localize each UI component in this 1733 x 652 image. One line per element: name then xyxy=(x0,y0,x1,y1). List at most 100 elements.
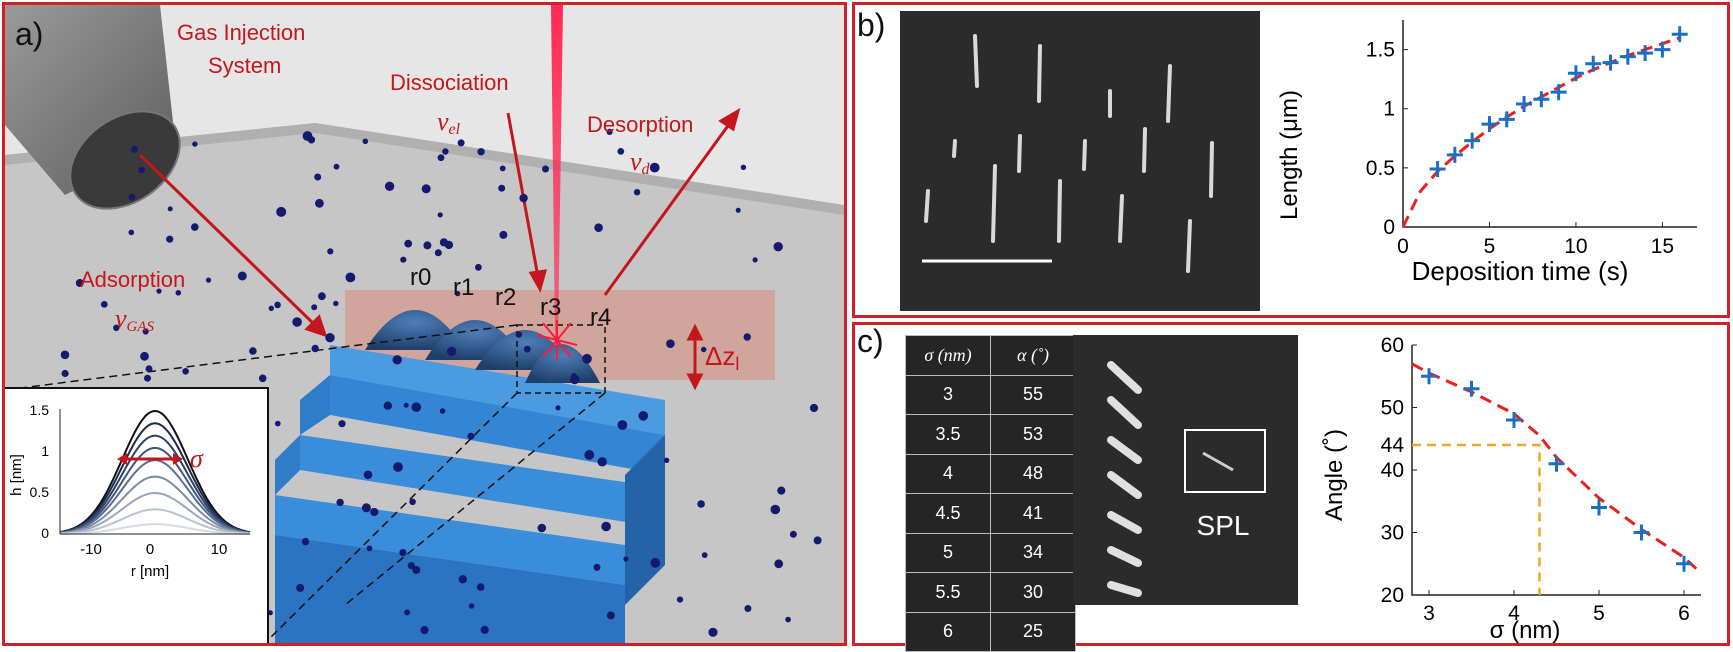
gas-molecule xyxy=(100,301,108,308)
inset-curves xyxy=(59,409,251,535)
gas-molecule xyxy=(601,521,611,532)
c-ytick: 40 xyxy=(1381,459,1404,482)
gas-molecule xyxy=(249,347,257,355)
gas-molecule xyxy=(268,305,274,311)
gas-molecule xyxy=(404,609,411,616)
gas-molecule xyxy=(61,369,69,378)
gas-molecule xyxy=(400,256,407,263)
gas-molecule xyxy=(128,229,135,236)
b-ytick: 0 xyxy=(1383,216,1395,239)
gas-molecule xyxy=(361,503,371,513)
gas-molecule xyxy=(785,616,791,623)
gas-molecule xyxy=(345,272,356,283)
b-ytick: 1.5 xyxy=(1366,39,1395,62)
table-cell: 55 xyxy=(990,374,1076,415)
panel-a: a) Gas Injection System Dissociation νel… xyxy=(2,2,847,646)
sem-tilted: SPL xyxy=(1107,361,1266,597)
gas-molecule xyxy=(606,128,613,135)
gaussian-curve xyxy=(59,446,251,534)
r0-label: r0 xyxy=(410,264,431,291)
gas-molecule xyxy=(809,403,819,413)
gas-molecule xyxy=(467,432,475,440)
gas-molecule xyxy=(770,504,781,515)
b-ytick: 0.5 xyxy=(1366,157,1395,180)
r3-label: r3 xyxy=(540,294,561,321)
gas-molecule xyxy=(676,596,684,603)
sem-nanowires xyxy=(922,34,1214,273)
gas-molecule xyxy=(296,583,305,592)
inset-xtick-0: -10 xyxy=(80,541,102,558)
gas-molecule xyxy=(338,420,346,428)
inset-svg: 0 0.5 1 1.5 -10 0 10 r [nm] h [nm] σ xyxy=(8,402,251,580)
b-ytick: 1 xyxy=(1383,98,1395,121)
gas-molecule xyxy=(411,402,422,413)
gas-molecule xyxy=(439,408,446,414)
inset-ytick-0: 0 xyxy=(41,525,49,541)
gas-molecule xyxy=(366,545,373,552)
nu-gas-label: νGAS xyxy=(115,304,155,335)
table-cell: 25 xyxy=(990,611,1076,652)
zoom-box xyxy=(516,324,606,394)
gas-molecule xyxy=(267,610,273,616)
r2-label: r2 xyxy=(495,284,516,311)
b-axes xyxy=(1402,20,1697,228)
gas-molecule xyxy=(633,189,641,196)
gas-molecule xyxy=(327,248,334,255)
gas-molecule xyxy=(735,207,741,213)
gas-molecule xyxy=(606,611,615,620)
adsorption-arrowhead xyxy=(304,314,328,338)
gas-molecule xyxy=(336,498,344,507)
gas-molecule xyxy=(617,420,628,430)
gaussian-curve xyxy=(59,491,251,535)
sigma-label: σ xyxy=(190,444,204,473)
gas-molecule xyxy=(311,304,318,311)
spl-wire xyxy=(1202,451,1234,472)
spl-box xyxy=(1184,429,1266,493)
electron-beam xyxy=(551,5,563,340)
c-xlabel: σ (nm) xyxy=(1490,617,1561,643)
zoom-line-3 xyxy=(344,392,606,606)
gas-molecule xyxy=(383,401,392,410)
c-xtick: 6 xyxy=(1678,602,1690,625)
gas-molecule xyxy=(237,271,247,281)
gas-molecule xyxy=(437,212,443,218)
desorption-arrow xyxy=(603,122,732,296)
gas-molecule xyxy=(325,333,335,343)
gas-molecule xyxy=(774,559,784,569)
gas-molecule xyxy=(421,184,431,194)
gas-molecule xyxy=(593,563,601,571)
gas-molecule xyxy=(455,291,461,297)
gas-molecule xyxy=(773,242,783,252)
b-xtick: 10 xyxy=(1564,235,1587,258)
desorption-arrowhead xyxy=(718,107,741,132)
gas-molecule xyxy=(650,557,661,568)
gas-molecule xyxy=(393,462,403,472)
table-cell: 3.5 xyxy=(905,414,991,455)
gas-molecule xyxy=(638,411,649,421)
gas-molecule xyxy=(403,402,409,408)
gas-molecule xyxy=(166,235,174,243)
gas-molecule xyxy=(537,523,547,533)
gas-molecule xyxy=(597,457,607,467)
gas-molecule xyxy=(113,324,120,331)
gas-molecule xyxy=(307,136,316,144)
gas-molecule xyxy=(701,552,708,558)
c-xtick: 4 xyxy=(1508,602,1520,625)
gas-molecule xyxy=(182,368,189,375)
gas-molecule xyxy=(666,339,675,349)
dissociation-label: Dissociation xyxy=(390,70,509,95)
table-cell: 4 xyxy=(905,453,991,494)
gas-molecule xyxy=(191,223,199,231)
b-fit-line xyxy=(1401,36,1681,228)
gas-molecule xyxy=(594,223,603,232)
inset-xlabel: r [nm] xyxy=(131,563,169,580)
b-xtick: 15 xyxy=(1651,235,1674,258)
gas-molecule xyxy=(362,138,369,145)
b-ylabel: Length (μm) xyxy=(1276,90,1303,220)
zoom-line-2 xyxy=(5,324,518,391)
delta-z-label: Δzl xyxy=(705,341,739,374)
gas-molecule xyxy=(75,279,84,287)
